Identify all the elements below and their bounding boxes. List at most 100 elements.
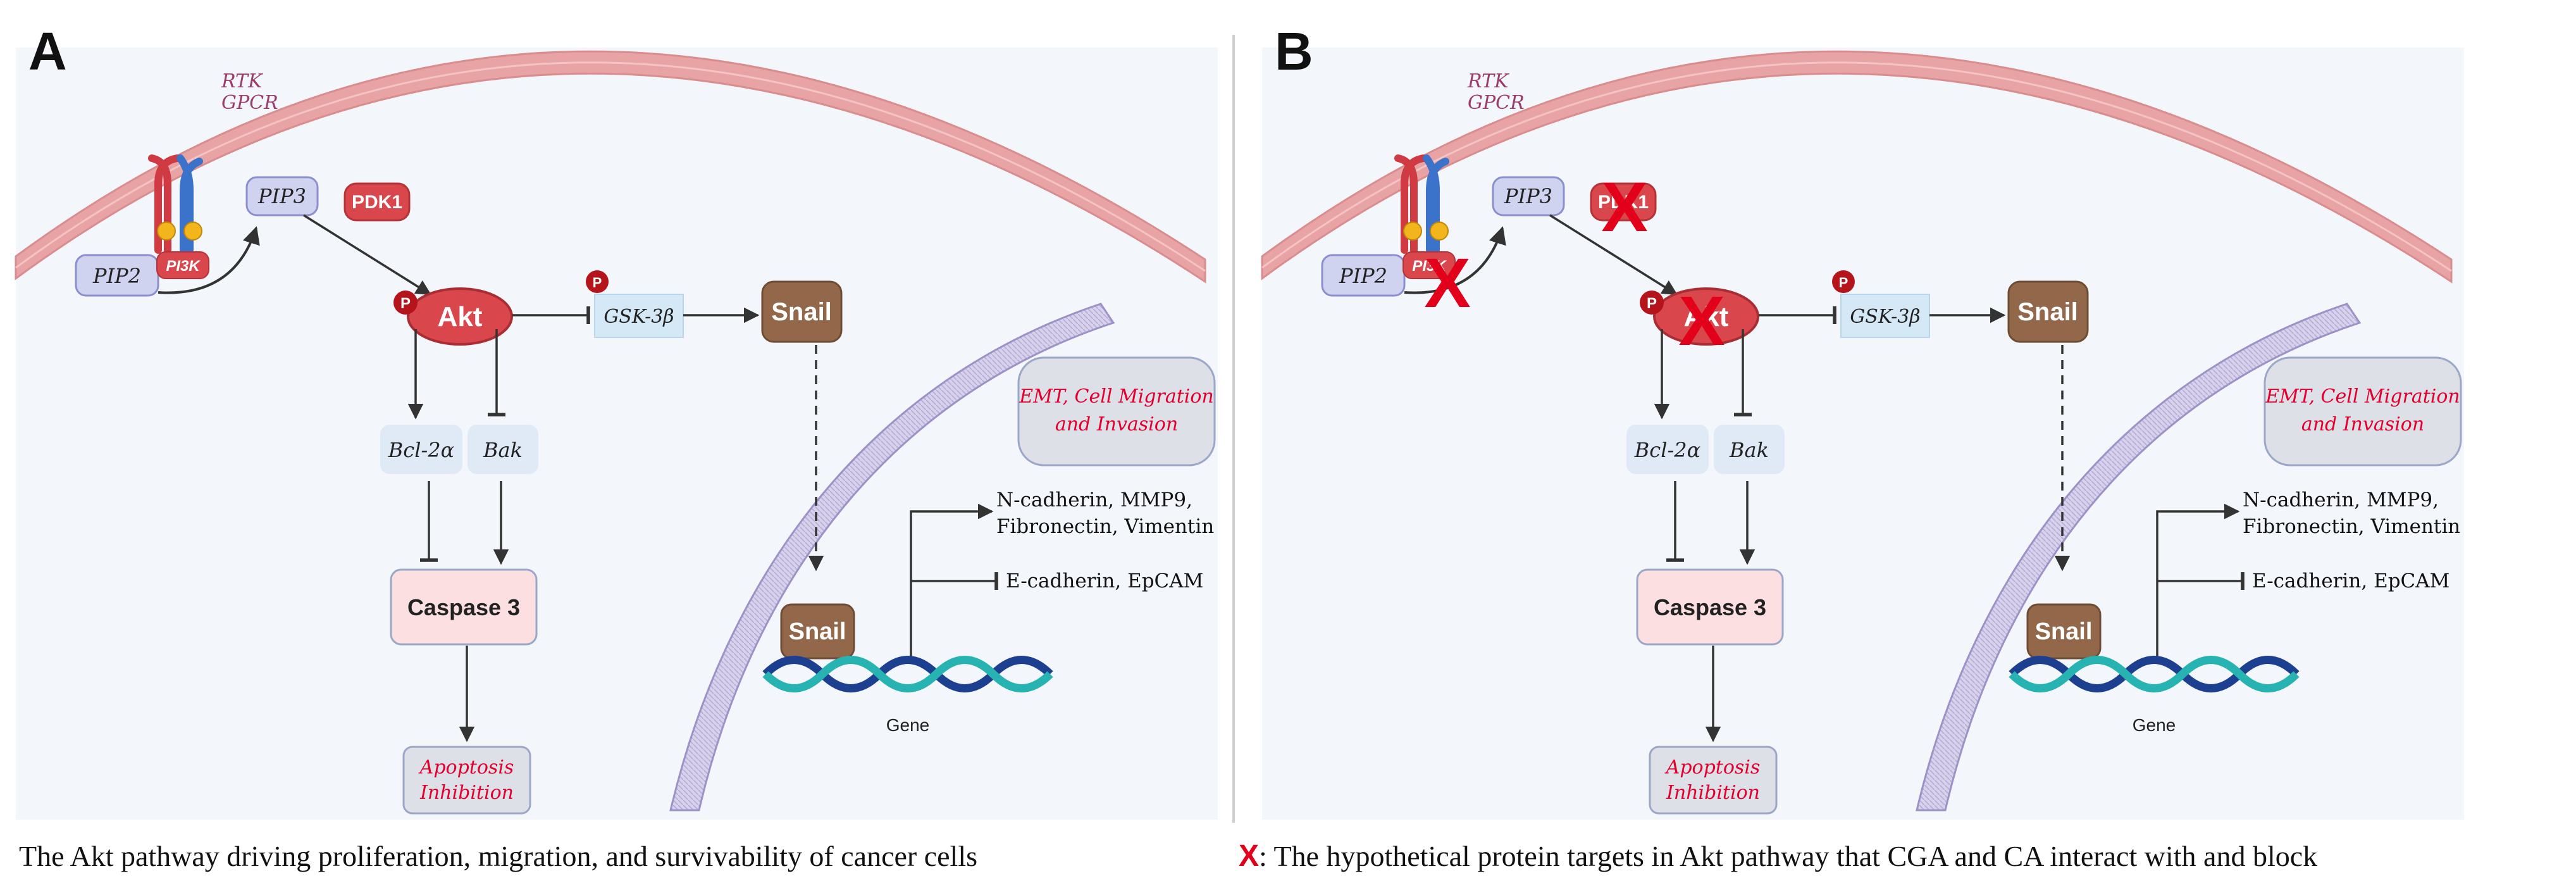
pip2-to-pip3-arrow xyxy=(1404,226,1506,294)
upregulated-genes-line1: N-cadherin, MMP9, xyxy=(996,489,1192,511)
pip3-to-akt-arrow xyxy=(1549,214,1678,296)
bcl2a-label: Bcl-2α xyxy=(1634,438,1700,462)
apoptosis-inhibition-node xyxy=(402,746,531,815)
receptor-label-rtk: RTK xyxy=(221,70,263,92)
emt-label-line2: and Invasion xyxy=(1055,413,1178,435)
caption-right: : The hypothetical protein targets in Ak… xyxy=(1259,840,2317,872)
akt-node xyxy=(407,287,513,346)
block-mark-pi3k: X xyxy=(1424,244,1470,322)
phospho-badge xyxy=(183,222,202,241)
pip2-label: PIP2 xyxy=(1339,264,1387,288)
panel-a: A RTK GPCR PIP2 PI3K PIP3 PDK1 xyxy=(15,22,1218,820)
gsk3b-label: GSK-3β xyxy=(604,306,674,328)
repressed-genes: E-cadherin, EpCAM xyxy=(1006,570,1203,592)
bak-label: Bak xyxy=(483,438,523,462)
bcl2a-label: Bcl-2α xyxy=(388,438,454,462)
caption-right-mark: X xyxy=(1239,839,1259,873)
snail-label-nucleus: Snail xyxy=(789,618,846,645)
bcl2a-node xyxy=(1626,425,1709,474)
dna-helix-icon xyxy=(762,656,1053,692)
pdk1-node xyxy=(344,182,411,222)
apoptosis-label-line2: Inhibition xyxy=(419,782,514,804)
panel-b: B RTK GPCR PIP2 PI3K PIP3 PDK1 Akt P P xyxy=(1261,22,2464,820)
akt-phospho-badge xyxy=(393,291,418,315)
phospho-badge xyxy=(1403,222,1422,241)
snail-label-cytoplasm: Snail xyxy=(2017,298,2078,326)
apoptosis-label-line1: Apoptosis xyxy=(418,756,514,779)
pip3-node xyxy=(245,176,319,216)
pi3k-node xyxy=(156,251,209,279)
receptor-label-gpcr: GPCR xyxy=(221,92,278,114)
bak-node xyxy=(1714,425,1785,474)
gsk3b-phospho-label: P xyxy=(1839,275,1848,291)
receptor-icon xyxy=(148,154,203,254)
snail-node-nucleus xyxy=(2026,603,2102,660)
panel-letter: B xyxy=(1275,22,1313,81)
receptor-icon xyxy=(1394,154,1449,254)
caspase3-label: Caspase 3 xyxy=(407,594,520,620)
pip3-node xyxy=(1492,176,1565,216)
snail-activates-genes xyxy=(2156,503,2240,658)
pdk1-node xyxy=(1590,182,1657,222)
gene-label: Gene xyxy=(886,715,930,735)
pip3-label: PIP3 xyxy=(1504,184,1552,208)
bcl2a-node xyxy=(380,425,462,474)
pi3k-label: PI3K xyxy=(1412,258,1447,275)
snail-node-cytoplasm xyxy=(2007,280,2089,343)
apoptosis-label-line2: Inhibition xyxy=(1666,782,1760,804)
upregulated-genes-line1: N-cadherin, MMP9, xyxy=(2243,489,2439,511)
upregulated-genes-line2: Fibronectin, Vimentin xyxy=(996,515,1214,538)
bak-node xyxy=(468,425,538,474)
pip2-label: PIP2 xyxy=(92,264,141,288)
akt-phospho-label: P xyxy=(1647,295,1657,312)
akt-label: Akt xyxy=(1684,301,1729,332)
akt-node xyxy=(1653,287,1759,346)
caspase3-node xyxy=(1636,568,1784,646)
snail-label-nucleus: Snail xyxy=(2035,618,2093,645)
emt-outcome-node xyxy=(1017,356,1216,466)
apoptosis-label-line1: Apoptosis xyxy=(1664,756,1761,779)
emt-label-line1: EMT, Cell Migration xyxy=(1019,385,1214,408)
repressed-genes: E-cadherin, EpCAM xyxy=(2252,570,2449,592)
apoptosis-inhibition-node xyxy=(1649,746,1778,815)
receptor-label-rtk: RTK xyxy=(1467,70,1509,92)
nuclear-envelope xyxy=(1916,303,2362,811)
phospho-badge xyxy=(1430,222,1449,241)
cell-membrane-inner-line xyxy=(15,61,1206,272)
emt-outcome-node xyxy=(2263,356,2462,466)
nuclear-envelope xyxy=(669,303,1115,811)
pip2-to-pip3-arrow xyxy=(158,226,260,294)
caspase3-node xyxy=(390,568,538,646)
pdk1-label: PDK1 xyxy=(1598,192,1649,213)
pi3k-node xyxy=(1403,251,1456,279)
gsk3b-label: GSK-3β xyxy=(1850,306,1920,328)
pi3k-label: PI3K xyxy=(166,258,201,275)
block-mark-pdk1: X xyxy=(1601,168,1647,246)
snail-node-nucleus xyxy=(780,603,855,660)
snail-node-cytoplasm xyxy=(761,280,843,343)
caption-left: The Akt pathway driving proliferation, m… xyxy=(19,840,977,872)
emt-label-line1: EMT, Cell Migration xyxy=(2265,385,2460,408)
gene-label: Gene xyxy=(2133,715,2176,735)
cell-membrane-inner-line xyxy=(1261,61,2452,272)
phospho-badge xyxy=(157,222,176,241)
gsk3b-phospho-label: P xyxy=(593,275,602,291)
block-mark-akt: X xyxy=(1678,282,1725,360)
gsk3b-phospho-badge xyxy=(1832,270,1855,293)
gsk3b-phospho-badge xyxy=(586,270,609,293)
snail-label-cytoplasm: Snail xyxy=(771,298,832,326)
receptor-label-gpcr: GPCR xyxy=(1468,92,1525,114)
snail-activates-genes xyxy=(910,503,994,658)
bak-label: Bak xyxy=(1729,438,1769,462)
akt-label: Akt xyxy=(438,301,483,332)
dna-helix-icon xyxy=(2009,656,2300,692)
akt-phospho-label: P xyxy=(400,295,411,312)
pip3-to-akt-arrow xyxy=(303,214,432,296)
panel-letter: A xyxy=(28,22,67,81)
akt-phospho-badge xyxy=(1640,291,1664,315)
caspase3-label: Caspase 3 xyxy=(1654,594,1766,620)
pip3-label: PIP3 xyxy=(257,184,306,208)
pdk1-label: PDK1 xyxy=(352,192,402,213)
emt-label-line2: and Invasion xyxy=(2301,413,2424,435)
